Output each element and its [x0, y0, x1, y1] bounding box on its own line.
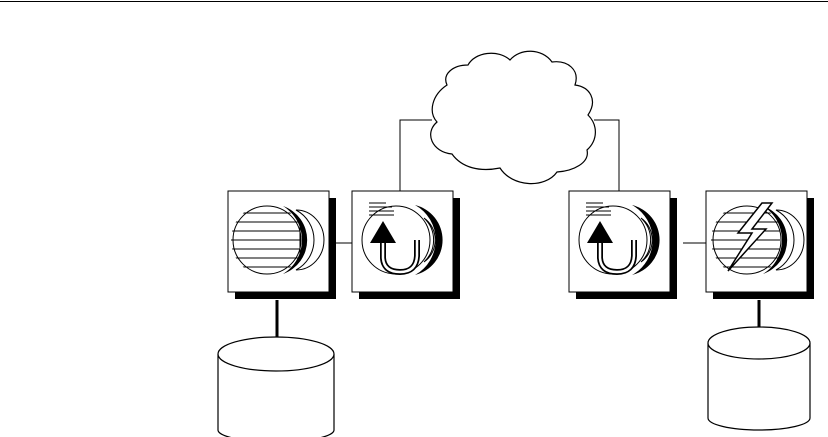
lightning-server-node[interactable] — [706, 191, 814, 299]
replication-agent-left-node[interactable] — [352, 191, 460, 299]
database-server-node[interactable] — [228, 191, 336, 299]
replication-agent-right-node[interactable] — [569, 191, 677, 299]
database-cylinder-top — [218, 337, 334, 371]
database-cylinder-top — [708, 327, 810, 359]
database-left-node[interactable] — [218, 337, 334, 437]
database-right-node[interactable] — [708, 327, 810, 430]
cloud-link-left — [400, 120, 432, 191]
cloud-link-right — [594, 120, 619, 191]
network-cloud-icon — [431, 51, 596, 183]
